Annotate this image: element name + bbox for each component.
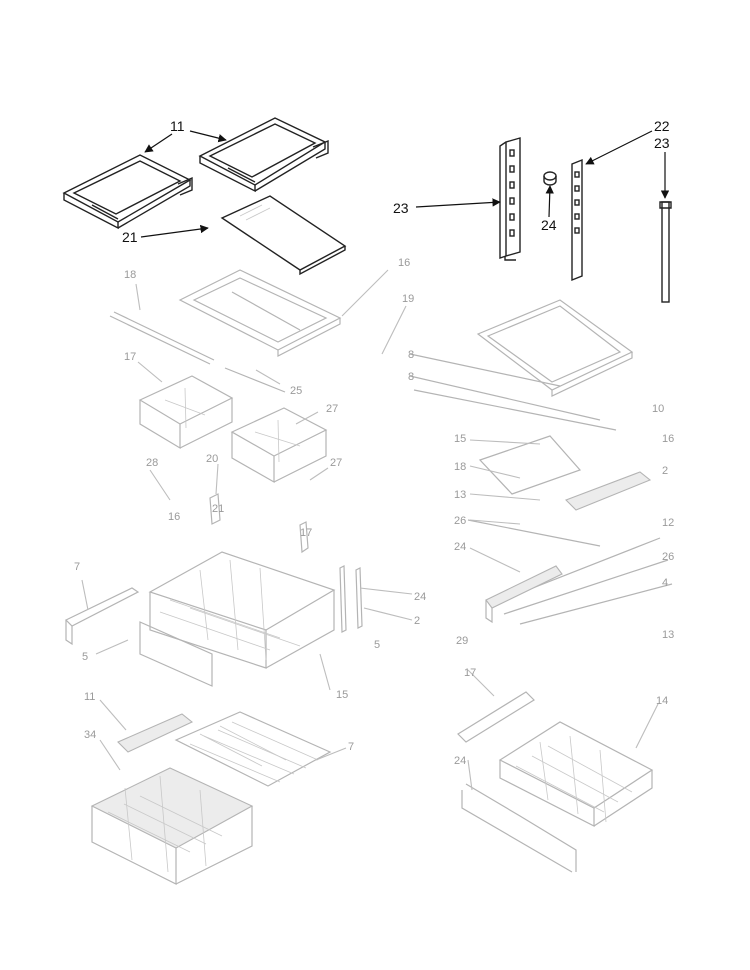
shelf-glass-right-upper: [476, 299, 634, 397]
shelf-rail: [109, 311, 286, 393]
faint-callout-labels: 18 16 19 25 17 27 28 20 27 16 21 17 8 8 …: [74, 257, 674, 767]
svg-text:19: 19: [402, 293, 414, 305]
svg-text:26: 26: [454, 515, 466, 527]
wire-basket-lower-left: [90, 767, 254, 885]
svg-text:17: 17: [300, 527, 312, 539]
svg-text:18: 18: [124, 269, 136, 281]
svg-text:13: 13: [662, 629, 674, 641]
callout-21: 21: [122, 224, 209, 245]
svg-text:16: 16: [662, 433, 674, 445]
svg-text:2: 2: [662, 465, 668, 477]
svg-text:24: 24: [454, 755, 466, 767]
svg-text:5: 5: [374, 639, 380, 651]
svg-text:15: 15: [336, 689, 348, 701]
shelf-ladder-left: [499, 137, 521, 261]
svg-text:29: 29: [456, 635, 468, 647]
callout-11: 11: [144, 118, 227, 153]
slide-out-shelf-right: [198, 117, 329, 193]
svg-text:24: 24: [541, 217, 557, 233]
shelf-trim-rails: [409, 353, 617, 431]
faint-leaders: [81, 269, 659, 791]
callout-24: 24: [541, 185, 557, 233]
svg-text:7: 7: [348, 741, 354, 753]
bracket-small: [209, 493, 309, 554]
svg-text:27: 27: [326, 403, 338, 415]
svg-text:21: 21: [212, 503, 224, 515]
svg-text:17: 17: [124, 351, 136, 363]
svg-text:25: 25: [290, 385, 302, 397]
svg-text:7: 7: [74, 561, 80, 573]
svg-text:23: 23: [393, 200, 409, 216]
svg-text:12: 12: [662, 517, 674, 529]
svg-text:13: 13: [454, 489, 466, 501]
crisper-drawer-right: [498, 721, 654, 827]
slide-out-shelf-left: [62, 154, 193, 230]
callout-23-left: 23: [393, 198, 501, 216]
shelf-frame: [178, 269, 342, 357]
svg-text:28: 28: [146, 457, 158, 469]
svg-text:26: 26: [662, 551, 674, 563]
svg-text:11: 11: [170, 118, 185, 134]
crisper-drawer-large: [148, 551, 336, 669]
svg-text:18: 18: [454, 461, 466, 473]
drawer-rod: [339, 565, 363, 633]
svg-text:23: 23: [654, 135, 670, 151]
drawer-front-right: [457, 691, 577, 873]
svg-text:24: 24: [414, 591, 426, 603]
svg-text:22: 22: [654, 118, 670, 134]
storage-bin-small: [138, 375, 234, 450]
shelf-rails-right: [467, 519, 673, 625]
svg-text:17: 17: [464, 667, 476, 679]
shelf-glass-right-mid: [478, 435, 652, 511]
svg-text:2: 2: [414, 615, 420, 627]
svg-text:24: 24: [454, 541, 466, 553]
svg-text:20: 20: [206, 453, 218, 465]
drawer-cover: [117, 713, 194, 753]
svg-text:8: 8: [408, 371, 414, 383]
shelf-ladder-right: [571, 158, 583, 282]
drawer-slide-right: [485, 565, 563, 624]
callout-23-right: 23: [654, 135, 670, 199]
callout-22: 22: [585, 118, 670, 165]
drawer-slide-left: [64, 587, 213, 687]
svg-text:8: 8: [408, 349, 414, 361]
wire-tray: [174, 711, 332, 787]
svg-text:5: 5: [82, 651, 88, 663]
svg-text:14: 14: [656, 695, 668, 707]
svg-text:10: 10: [652, 403, 664, 415]
svg-text:21: 21: [122, 229, 138, 245]
svg-text:11: 11: [84, 691, 95, 703]
svg-text:16: 16: [168, 511, 180, 523]
svg-text:16: 16: [398, 257, 410, 269]
shelf-support-stud: [543, 171, 557, 186]
storage-bin-medium: [230, 407, 328, 484]
glass-shelf-panel: [220, 195, 347, 276]
svg-text:15: 15: [454, 433, 466, 445]
svg-text:34: 34: [84, 729, 96, 741]
svg-text:4: 4: [662, 577, 668, 589]
svg-text:27: 27: [330, 457, 342, 469]
shelf-post: [659, 201, 672, 303]
